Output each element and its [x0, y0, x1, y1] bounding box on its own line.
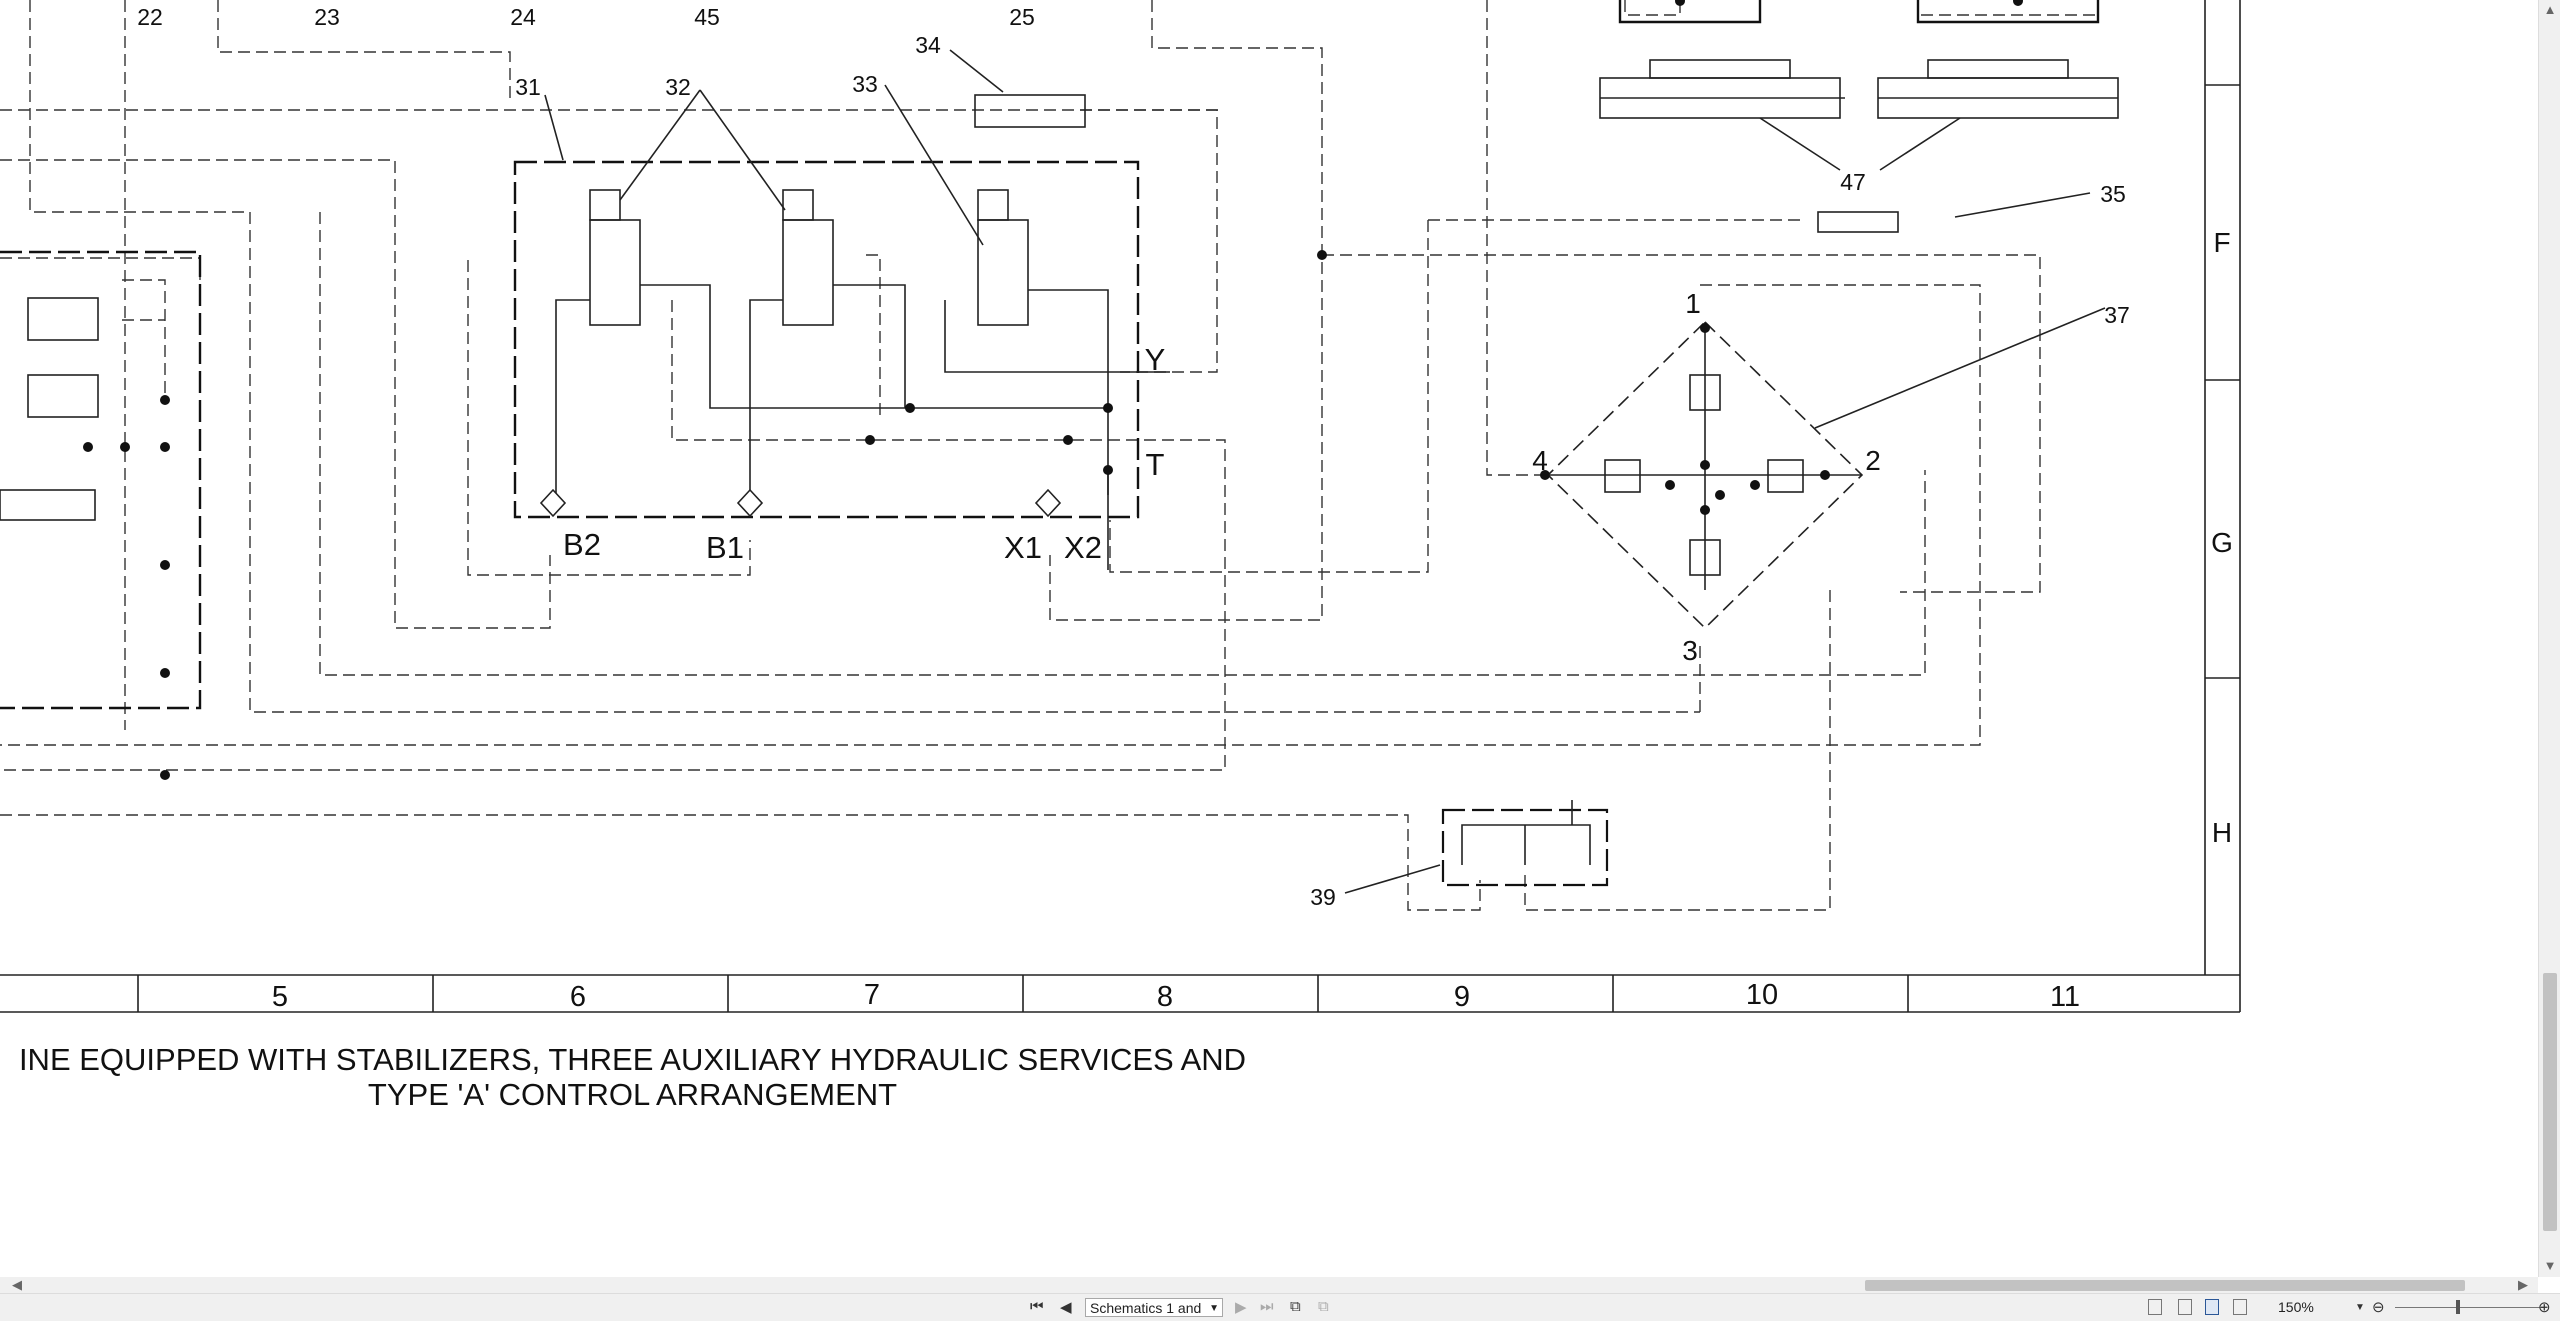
copy-sheet-icon[interactable]: ⧉	[1290, 1298, 1301, 1315]
continuous-view-icon[interactable]	[2178, 1299, 2192, 1315]
zoom-level[interactable]: 150%	[2278, 1299, 2314, 1315]
document-canvas[interactable]: 5 6 7 8 9 10 11 F G H 22 23 24 45 25 31 …	[0, 0, 2538, 1277]
book-view-icon[interactable]	[2233, 1299, 2247, 1315]
zoom-in-icon[interactable]: ⊕	[2538, 1299, 2551, 1316]
hydraulic-schematic: 5 6 7 8 9 10 11 F G H 22 23 24 45 25 31 …	[0, 0, 2241, 1013]
row-letter-g: G	[2211, 527, 2233, 558]
part-label-32: 32	[665, 74, 691, 100]
scroll-right-icon[interactable]: ▶	[2518, 1277, 2528, 1292]
row-letter-f: F	[2213, 227, 2230, 258]
part-label-35: 35	[2100, 181, 2126, 207]
drawing-caption-line-2: TYPE 'A' CONTROL ARRANGEMENT	[367, 1077, 898, 1112]
port-label-2: 2	[1865, 445, 1881, 476]
status-bar: ⏮ ◀ Schematics 1 and ▼ ▶ ⏭ ⧉ ⧉ 150% ▼ ⊖ …	[0, 1293, 2560, 1321]
port-label-1: 1	[1685, 288, 1701, 319]
port-label-y: Y	[1145, 342, 1166, 377]
zoom-out-icon[interactable]: ⊖	[2372, 1299, 2385, 1316]
column-number-7: 7	[864, 979, 880, 1011]
part-label-24: 24	[510, 4, 536, 30]
port-label-4: 4	[1532, 445, 1548, 476]
column-number-5: 5	[272, 981, 288, 1013]
horizontal-scrollbar[interactable]: ◀ ▶	[0, 1277, 2538, 1293]
prev-page-icon[interactable]: ◀	[1060, 1299, 1072, 1316]
port-label-x1: X1	[1004, 530, 1042, 565]
column-number-9: 9	[1454, 981, 1470, 1013]
two-page-view-icon[interactable]	[2205, 1299, 2219, 1315]
port-label-b2: B2	[563, 527, 601, 562]
port-label-b1: B1	[706, 530, 744, 565]
part-label-23: 23	[314, 4, 340, 30]
part-label-45: 45	[694, 4, 720, 30]
next-page-icon[interactable]: ▶	[1235, 1299, 1247, 1316]
column-number-8: 8	[1157, 981, 1173, 1013]
row-letter-h: H	[2212, 817, 2232, 848]
drawing-caption-line-1: INE EQUIPPED WITH STABILIZERS, THREE AUX…	[18, 1042, 1247, 1077]
zoom-slider-handle[interactable]	[2456, 1300, 2460, 1314]
scroll-up-icon[interactable]: ▲	[2543, 2, 2557, 17]
part-label-39: 39	[1310, 884, 1336, 910]
part-label-22: 22	[137, 4, 163, 30]
horizontal-scroll-thumb[interactable]	[1865, 1280, 2465, 1291]
part-label-47: 47	[1840, 169, 1866, 195]
vertical-scrollbar[interactable]: ▲ ▼	[2538, 0, 2560, 1277]
port-label-3: 3	[1682, 635, 1698, 666]
part-label-34: 34	[915, 32, 941, 58]
sheet-selector-value: Schematics 1 and	[1090, 1300, 1202, 1316]
valve-block-31	[513, 160, 1140, 519]
column-number-11: 11	[2050, 981, 2080, 1013]
zoom-slider[interactable]	[2395, 1307, 2545, 1308]
column-number-6: 6	[570, 981, 586, 1013]
column-number-10: 10	[1746, 979, 1778, 1011]
zoom-menu-chevron-icon[interactable]: ▼	[2355, 1302, 2365, 1313]
part-label-31: 31	[515, 74, 541, 100]
paste-sheet-icon[interactable]: ⧉	[1318, 1298, 1329, 1315]
last-page-icon[interactable]: ⏭	[1260, 1298, 1274, 1315]
chevron-down-icon: ▼	[1209, 1303, 1219, 1314]
single-page-view-icon[interactable]	[2148, 1299, 2162, 1315]
port-label-t: T	[1146, 447, 1165, 482]
vertical-scroll-thumb[interactable]	[2543, 973, 2557, 1231]
part-label-33: 33	[852, 71, 878, 97]
sheet-selector[interactable]: Schematics 1 and ▼	[1085, 1298, 1223, 1317]
first-page-icon[interactable]: ⏮	[1030, 1298, 1044, 1315]
part-label-25: 25	[1009, 4, 1035, 30]
scroll-down-icon[interactable]: ▼	[2543, 1258, 2557, 1273]
scroll-left-icon[interactable]: ◀	[12, 1277, 22, 1292]
part-label-37: 37	[2104, 302, 2130, 328]
port-label-x2: X2	[1064, 530, 1102, 565]
